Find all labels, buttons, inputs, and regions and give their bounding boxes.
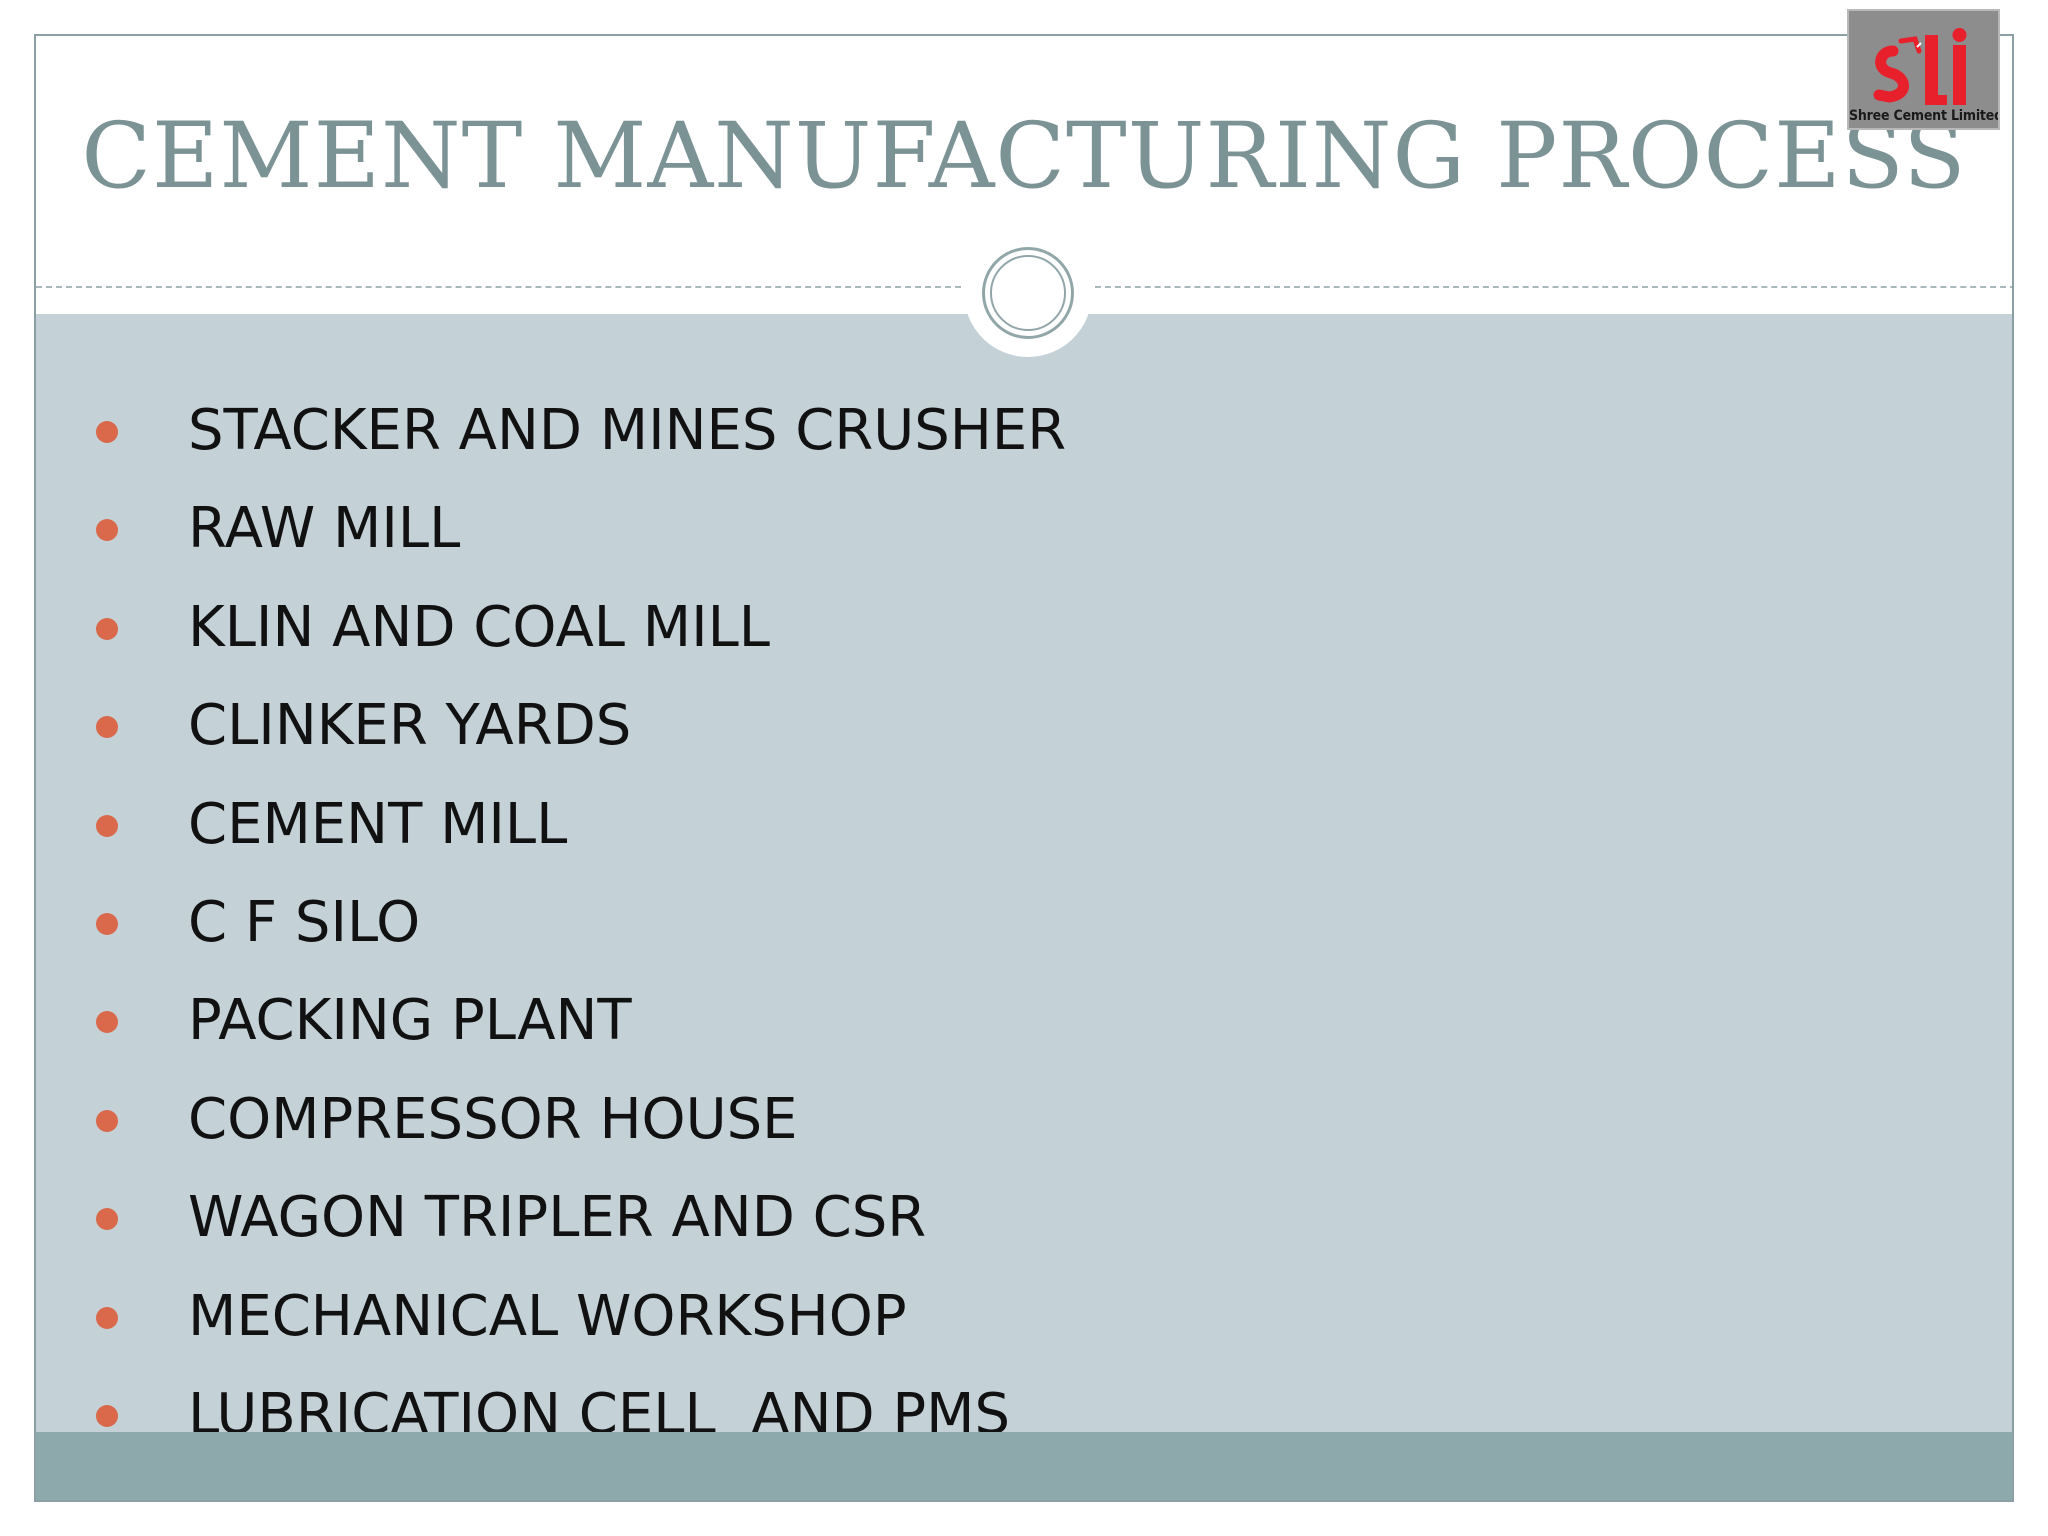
bullet-dot-icon [96, 1109, 118, 1132]
bullet-dot-icon [96, 716, 118, 739]
divider-line-left [36, 286, 961, 288]
bullet-dot-icon [96, 421, 118, 443]
list-item: PACKING PLANT [96, 981, 1066, 1079]
list-item-text: KLIN AND COAL MILL [188, 594, 770, 660]
bullet-dot-icon [96, 617, 118, 640]
bullet-dot-icon [96, 1208, 118, 1231]
list-item: CLINKER YARDS [96, 686, 1066, 784]
ornament-outer-ring [982, 247, 1074, 339]
list-item: C F SILO [96, 883, 1066, 981]
list-item: KLIN AND COAL MILL [96, 588, 1066, 686]
company-logo: Shree Cement Limited [1847, 9, 2000, 130]
divider-line-right [1095, 286, 2012, 288]
list-item-text: STACKER AND MINES CRUSHER [188, 398, 1067, 463]
list-item-text: C F SILO [188, 889, 421, 955]
bullet-dot-icon [96, 1306, 118, 1329]
list-item-text: CLINKER YARDS [188, 693, 632, 759]
slide: CEMENT MANUFACTURING PROCESS STACKER AND… [34, 34, 2014, 1502]
bullet-dot-icon [96, 912, 118, 935]
list-item: MECHANICAL WORKSHOP [96, 1277, 1066, 1375]
list-item: COMPRESSOR HOUSE [96, 1080, 1066, 1178]
list-item-text: WAGON TRIPLER AND CSR [188, 1185, 927, 1251]
list-item-text: PACKING PLANT [188, 988, 632, 1054]
list-item: STACKER AND MINES CRUSHER [96, 391, 1066, 489]
list-item-text: COMPRESSOR HOUSE [188, 1086, 798, 1152]
logo-company-name: Shree Cement Limited [1849, 108, 2000, 124]
list-item: RAW MILL [96, 489, 1066, 587]
bullet-list: STACKER AND MINES CRUSHER RAW MILL KLIN … [96, 391, 1066, 1473]
circle-ornament-icon [964, 229, 1092, 357]
bullet-dot-icon [96, 1011, 118, 1034]
ornament-inner-ring [990, 255, 1066, 331]
footer-band [36, 1432, 2012, 1500]
logo-mark-icon [1873, 28, 1967, 105]
list-item-text: RAW MILL [188, 496, 461, 562]
content-area [36, 314, 2012, 1432]
list-item-text: MECHANICAL WORKSHOP [188, 1283, 907, 1349]
bullet-dot-icon [96, 814, 118, 837]
list-item: CEMENT MILL [96, 785, 1066, 883]
list-item: WAGON TRIPLER AND CSR [96, 1178, 1066, 1276]
list-item-text: CEMENT MILL [188, 791, 568, 857]
bullet-dot-icon [96, 519, 118, 542]
slide-title: CEMENT MANUFACTURING PROCESS [81, 104, 1967, 209]
bullet-dot-icon [96, 1404, 118, 1427]
